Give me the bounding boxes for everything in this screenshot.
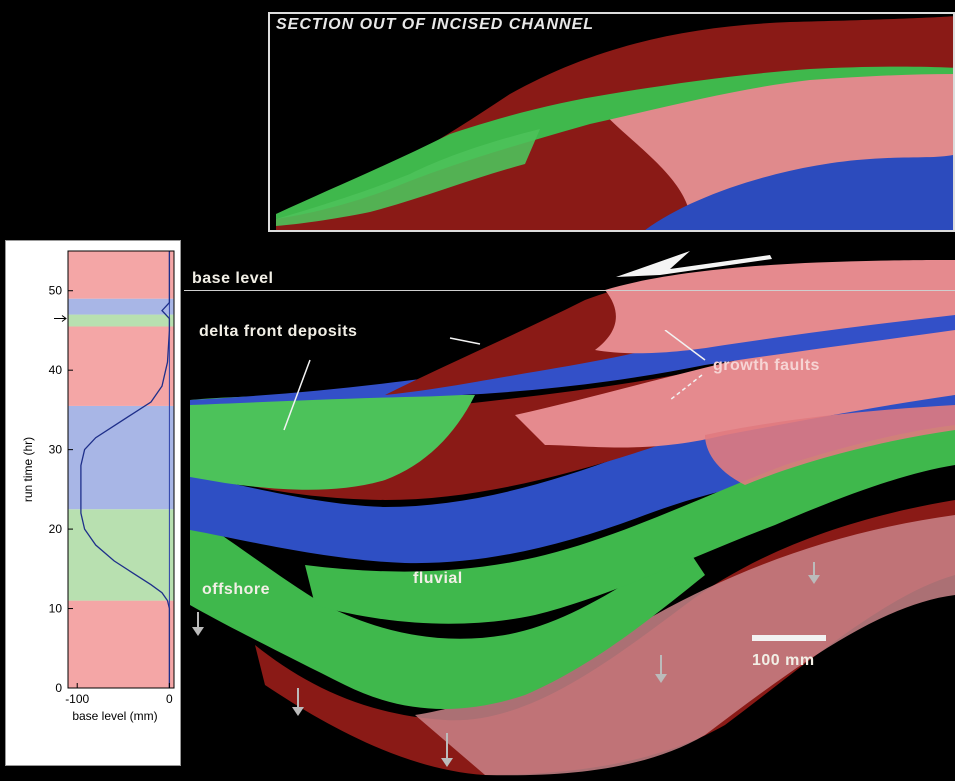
chart-band <box>68 405 174 510</box>
chart-band <box>68 509 174 601</box>
base-level-line <box>184 290 955 291</box>
subsidence-arrow-icon <box>441 733 453 767</box>
time-marker-arrow-icon <box>54 315 67 322</box>
plot-frame <box>67 250 175 689</box>
lower-pink-unit <box>415 515 955 776</box>
delta-front-green-unit <box>190 395 475 490</box>
y-axis-label: run time (hr) <box>21 437 35 502</box>
main-block <box>190 260 955 776</box>
inset-green-wedge <box>276 129 540 226</box>
delta-front-label: delta front deposits <box>199 323 358 340</box>
scale-label: 100 mm <box>752 652 815 669</box>
inset-cross-section <box>276 16 953 230</box>
inset-section: SECTION OUT OF INCISED CHANNEL <box>268 12 955 232</box>
y-tick-label: 50 <box>49 284 63 298</box>
subsidence-arrow-icon <box>808 562 820 584</box>
chart-band <box>68 298 174 315</box>
y-tick-label: 40 <box>49 363 63 377</box>
x-tick-label: -100 <box>65 692 89 706</box>
offshore-label: offshore <box>202 581 270 598</box>
upper-pink-surface <box>595 260 955 354</box>
base-level-series <box>80 251 171 688</box>
base-level-label: base level <box>192 270 274 287</box>
subsidence-arrow-icon <box>192 612 204 636</box>
fluvial-green-unit <box>305 425 955 624</box>
x-tick-label: 0 <box>166 692 173 706</box>
inset-blue-layer <box>645 154 953 230</box>
inset-title: SECTION OUT OF INCISED CHANNEL <box>276 16 595 33</box>
scale-bar <box>752 635 826 641</box>
chart-band <box>68 314 174 327</box>
subsidence-arrow-icon <box>292 688 304 716</box>
x-axis-label: base level (mm) <box>72 709 157 723</box>
y-tick-label: 10 <box>49 602 63 616</box>
y-tick-label: 30 <box>49 443 63 457</box>
chart-band <box>68 251 174 299</box>
fluvial-label: fluvial <box>413 570 463 587</box>
pointer-lines <box>283 330 706 431</box>
middle-pink-unit <box>515 320 955 448</box>
subsidence-arrow-icon <box>655 655 667 683</box>
right-pink-unit <box>705 405 955 485</box>
chart-band <box>68 326 174 406</box>
offshore-green-unit <box>190 515 705 709</box>
chart-band <box>68 600 174 688</box>
y-tick-label: 20 <box>49 522 63 536</box>
growth-faults-label: growth faults <box>713 357 820 374</box>
shear-arrow-icon <box>616 251 772 277</box>
y-tick-label: 0 <box>55 681 62 695</box>
